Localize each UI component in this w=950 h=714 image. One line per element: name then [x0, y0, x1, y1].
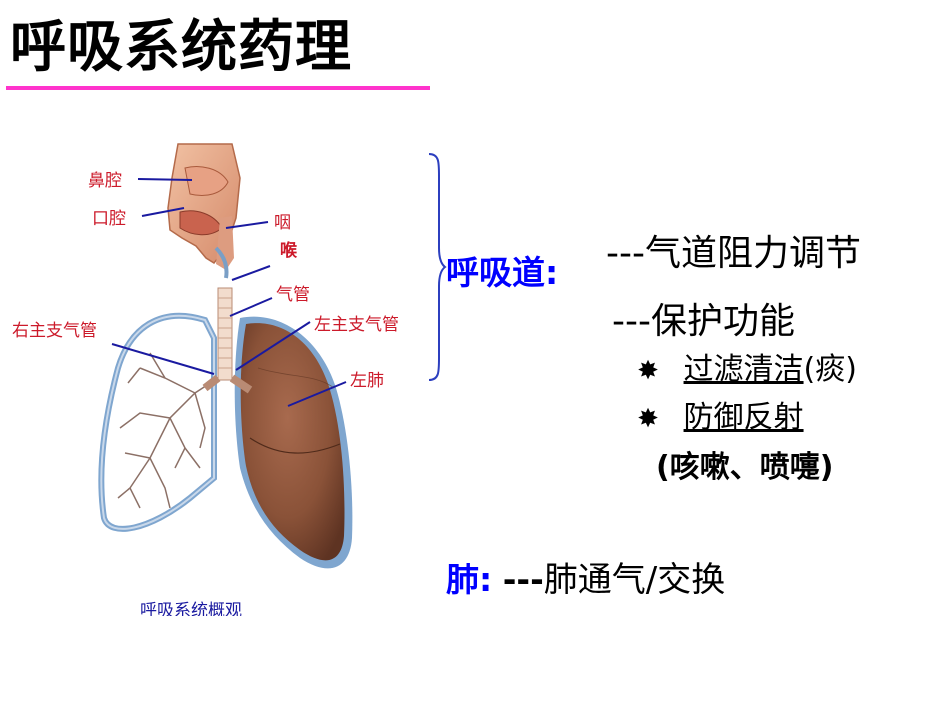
label-left-lung: 左肺	[350, 371, 384, 391]
airway-bracket	[428, 153, 447, 381]
lung-dash: ---	[502, 560, 544, 599]
leader-lines	[111, 178, 347, 407]
label-oral-cavity: 口腔	[92, 209, 126, 229]
lung-heading: 肺:	[446, 560, 493, 599]
filtration-paren: (痰)	[803, 352, 857, 387]
diagram-caption: 呼吸系统概观	[140, 601, 242, 616]
airway-resistance-note: ---气道阻力调节	[606, 233, 861, 274]
label-trachea: 气管	[276, 285, 310, 305]
airway-heading: 呼吸道:	[446, 253, 559, 292]
head-section	[167, 143, 241, 279]
bronchial-tree	[117, 352, 219, 509]
bullet-filtration: ✸ 过滤清洁(痰)	[636, 344, 857, 388]
reflexes-note: (咳嗽、喷嚏)	[656, 450, 834, 485]
filtration-text: 过滤清洁	[683, 352, 804, 387]
label-nasal-cavity: 鼻腔	[88, 171, 122, 191]
eight-pointed-star-icon: ✸	[637, 356, 659, 386]
trachea	[217, 287, 233, 381]
label-right-main-bronchus: 右主支气管	[12, 321, 97, 341]
label-larynx: 喉	[280, 240, 298, 261]
title-underline	[6, 86, 430, 90]
lung-function: 肺通气/交换	[543, 560, 726, 600]
eight-pointed-star-icon: ✸	[637, 404, 659, 434]
label-left-main-bronchus: 左主支气管	[314, 315, 399, 335]
defense-text: 防御反射	[683, 400, 804, 435]
lung-line: 肺: ---肺通气/交换	[446, 552, 725, 601]
slide-title: 呼吸系统药理	[10, 15, 352, 80]
respiratory-system-diagram: 鼻腔 口腔 咽 喉 气管 右主支气管 左主支气管 左肺 呼吸系统概观	[0, 138, 432, 616]
label-pharynx: 咽	[274, 213, 291, 233]
bullet-defense: ✸ 防御反射	[636, 392, 804, 436]
left-lung	[202, 316, 353, 569]
right-lung	[98, 312, 219, 532]
protection-note: ---保护功能	[612, 301, 795, 342]
